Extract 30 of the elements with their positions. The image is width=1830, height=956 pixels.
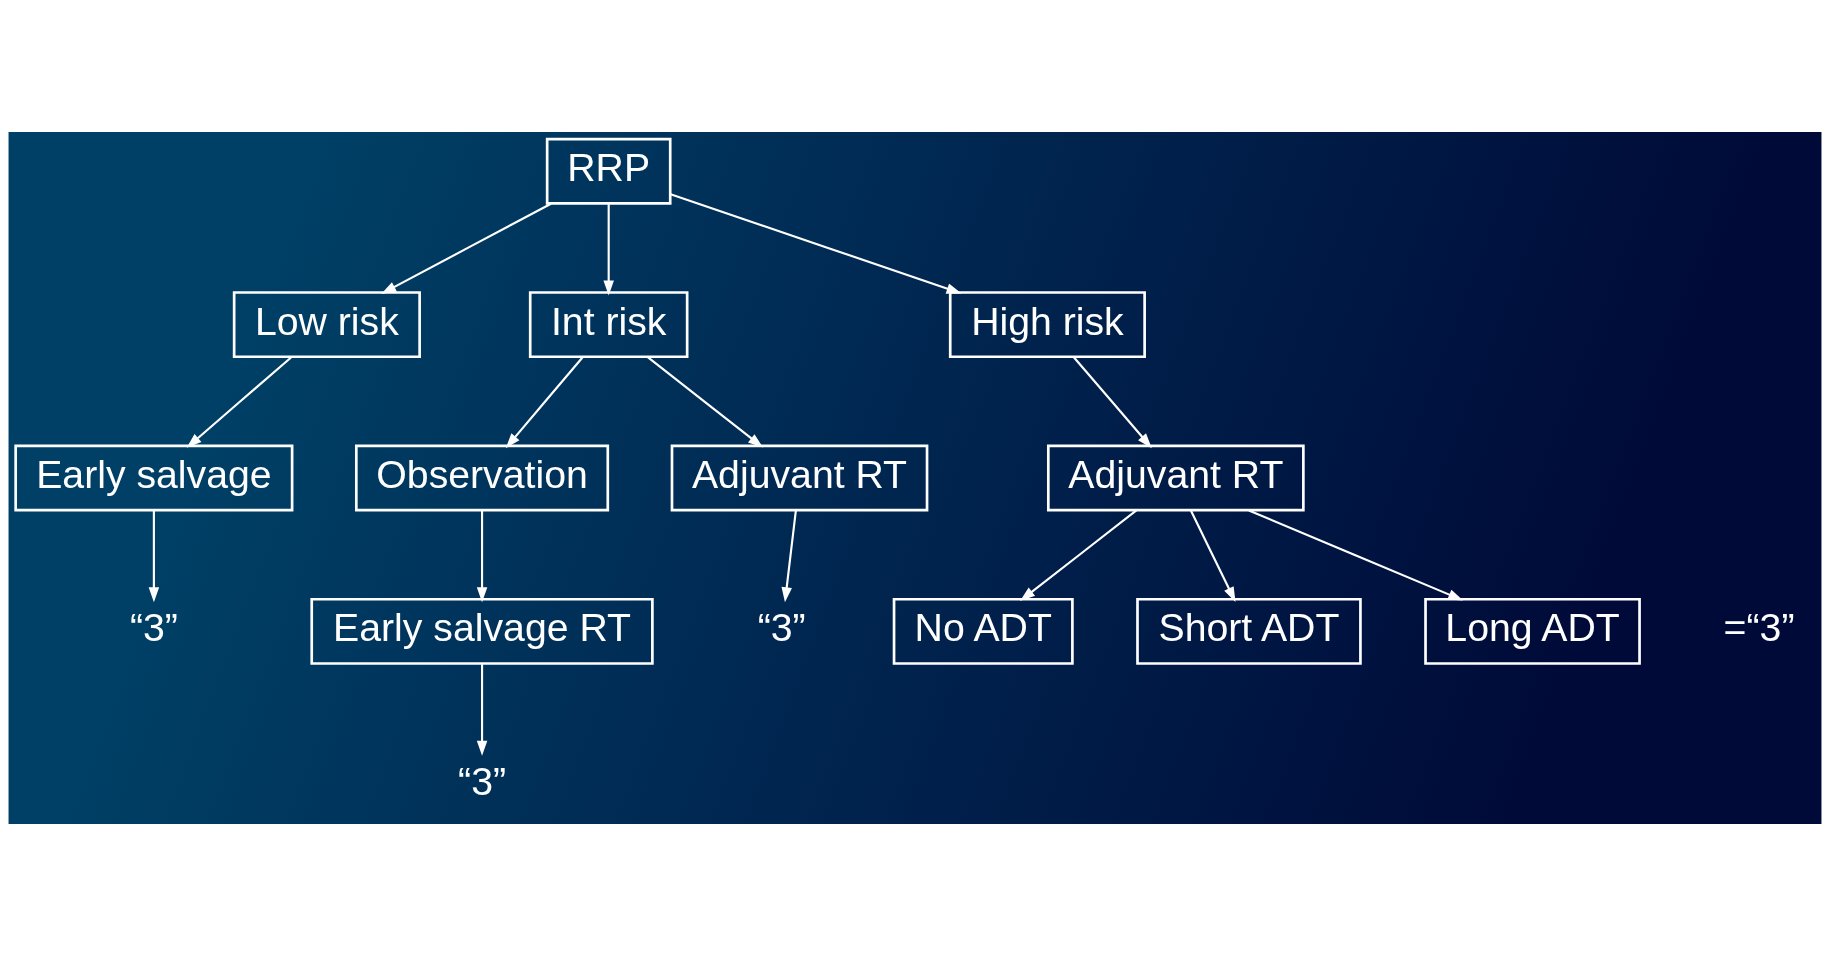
arrow [476, 664, 488, 756]
node-box: Adjuvant RT [670, 444, 929, 512]
node-box: RRP [545, 137, 672, 205]
node-text: “3” [458, 758, 507, 803]
arrow [781, 510, 797, 603]
arrow [505, 356, 584, 449]
node-box: Early salvage RT [310, 597, 654, 665]
arrow [476, 510, 488, 603]
arrow [381, 202, 552, 294]
node-box: Low risk [232, 291, 421, 359]
arrow [1073, 356, 1152, 449]
arrow [186, 356, 292, 448]
node-box: Adjuvant RT [1047, 444, 1305, 512]
arrow [670, 193, 962, 294]
node-box: Observation [355, 444, 610, 512]
arrow [647, 356, 764, 448]
node-text: “3” [129, 605, 178, 650]
node-box: Early salvage [14, 444, 294, 512]
node-box: No ADT [892, 597, 1074, 665]
node-box: Long ADT [1424, 597, 1641, 665]
node-box: Int risk [528, 291, 689, 359]
arrow [603, 204, 614, 296]
node-label: =“3” [1723, 605, 1795, 650]
arrow [1020, 509, 1138, 601]
arrow [148, 510, 160, 603]
arrow [1248, 509, 1464, 601]
node-text: “3” [757, 605, 806, 650]
arrow [1190, 510, 1236, 602]
node-box: Short ADT [1136, 597, 1362, 665]
node-box: High risk [948, 291, 1146, 359]
